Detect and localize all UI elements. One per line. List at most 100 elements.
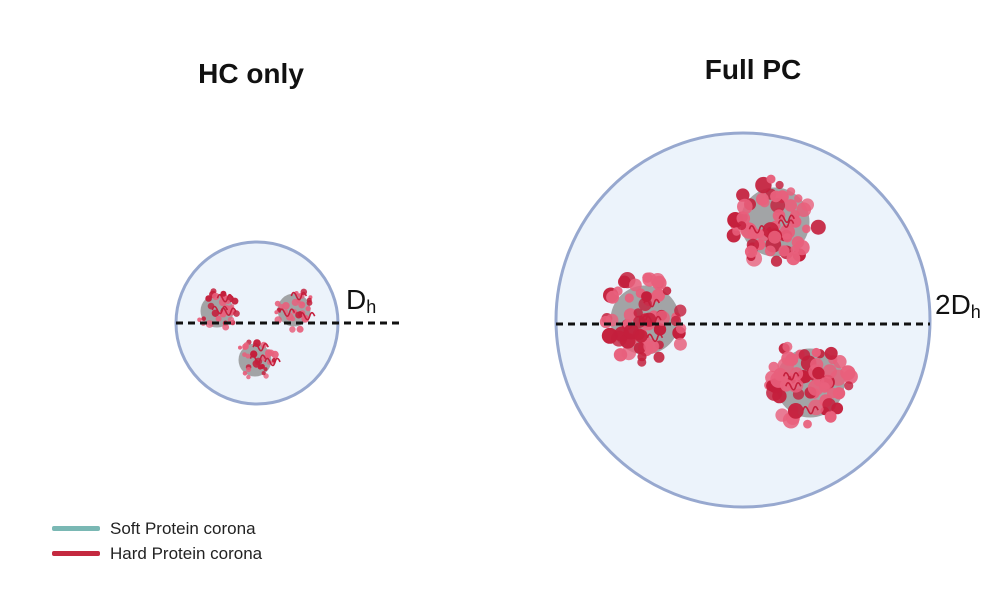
hard-corona-protein	[807, 379, 824, 396]
hard-corona-protein	[205, 295, 212, 302]
hard-corona-protein	[766, 174, 776, 184]
hard-corona-protein	[291, 298, 299, 306]
hard-corona-protein	[212, 292, 220, 301]
hard-corona-protein	[798, 349, 811, 361]
legend-item-hard: Hard Protein corona	[52, 541, 262, 566]
hard-corona-protein	[634, 329, 648, 343]
hard-corona-protein	[784, 199, 797, 212]
hard-corona-protein	[782, 341, 793, 352]
full-pc-nanoparticle-right	[764, 341, 858, 429]
hard-corona-protein	[812, 366, 825, 380]
hard-corona-protein	[777, 357, 794, 374]
hard-corona-protein	[263, 367, 268, 372]
protein-strand	[643, 298, 660, 308]
hard-corona-protein	[238, 345, 242, 350]
hc-nanoparticle-bottom	[238, 339, 281, 380]
hard-corona-protein	[737, 198, 753, 215]
hard-corona-protein	[759, 197, 770, 208]
hard-corona-protein	[222, 323, 230, 331]
protein-strand	[778, 214, 796, 224]
protein-strand	[802, 405, 819, 415]
hard-corona-protein	[230, 304, 235, 309]
hard-corona-protein	[840, 365, 856, 381]
hard-corona-protein	[802, 224, 811, 234]
hard-corona-protein	[633, 308, 643, 318]
hard-corona-protein	[662, 286, 672, 296]
hard-corona-protein	[770, 371, 787, 388]
legend-swatch-hard	[52, 551, 100, 556]
hard-corona-protein	[794, 194, 803, 203]
protein-strand	[249, 354, 267, 364]
hard-corona-protein	[822, 364, 837, 379]
hard-corona-protein	[827, 387, 838, 399]
hard-corona-protein	[289, 326, 296, 333]
hard-corona-protein	[768, 230, 782, 244]
hard-corona-protein	[274, 300, 281, 307]
hc-nanoparticle-right	[274, 288, 316, 333]
hard-corona-protein	[642, 272, 653, 283]
hard-corona-protein	[629, 278, 642, 292]
hard-corona-protein	[803, 419, 812, 429]
protein-strand	[264, 357, 281, 367]
hard-corona-protein	[794, 239, 810, 256]
hc-only-title: HC only	[198, 58, 304, 89]
hard-corona-protein	[787, 403, 804, 419]
protein-strand	[748, 225, 766, 234]
hard-corona-protein	[641, 291, 652, 302]
hard-corona-protein	[227, 316, 235, 323]
hard-corona-protein	[653, 351, 665, 363]
hard-corona-protein	[233, 310, 240, 317]
hard-corona-protein	[243, 342, 249, 348]
hard-corona-protein	[775, 180, 784, 190]
hard-corona-protein	[201, 316, 206, 322]
hard-corona-protein	[673, 337, 687, 351]
protein-strand	[211, 305, 229, 315]
hc-diameter-label: Dh	[346, 284, 377, 317]
full-pc-diameter-label: 2Dh	[935, 289, 981, 322]
hard-corona-protein	[770, 190, 782, 203]
hard-corona-protein	[643, 338, 659, 354]
hard-corona-protein	[606, 290, 620, 304]
hard-corona-protein	[675, 323, 687, 334]
hard-corona-protein	[833, 355, 847, 369]
hard-corona-protein	[261, 371, 266, 376]
legend: Soft Protein corona Hard Protein corona	[52, 516, 262, 566]
hard-corona-protein	[245, 353, 251, 359]
hard-corona-protein	[801, 198, 814, 212]
full-pc-title: Full PC	[704, 54, 802, 85]
hard-corona-protein	[789, 215, 802, 228]
hard-corona-protein	[621, 345, 637, 361]
full-pc-nanoparticle-top	[726, 174, 826, 267]
hard-corona-protein	[253, 339, 261, 347]
hard-corona-protein	[242, 371, 248, 376]
hard-corona-protein	[755, 229, 765, 239]
hard-corona-protein	[822, 398, 836, 412]
legend-item-soft: Soft Protein corona	[52, 516, 262, 541]
hard-corona-protein	[766, 384, 783, 401]
protein-strand	[777, 219, 795, 228]
hard-corona-protein	[811, 347, 821, 358]
hard-corona-protein	[218, 298, 227, 307]
protein-strand	[278, 308, 296, 317]
hard-corona-protein	[786, 187, 796, 196]
hard-corona-protein	[205, 320, 214, 328]
hard-corona-protein	[810, 219, 826, 235]
hard-corona-protein	[624, 293, 634, 303]
hard-corona-protein	[844, 381, 854, 391]
legend-swatch-soft	[52, 526, 100, 531]
hard-corona-protein	[305, 306, 311, 312]
protein-strand	[252, 342, 269, 352]
protein-strand	[290, 291, 308, 301]
hard-corona-protein	[674, 304, 687, 317]
full-pc-nanoparticle-left	[599, 272, 687, 367]
hard-corona-protein	[737, 221, 747, 231]
hard-corona-protein	[778, 245, 790, 257]
legend-label-soft: Soft Protein corona	[110, 518, 256, 538]
hard-corona-protein	[296, 325, 304, 333]
hard-corona-protein	[300, 301, 304, 306]
hard-corona-protein	[215, 315, 222, 322]
hard-corona-protein	[267, 349, 275, 357]
protein-strand	[216, 293, 234, 303]
hard-corona-protein	[197, 317, 202, 323]
